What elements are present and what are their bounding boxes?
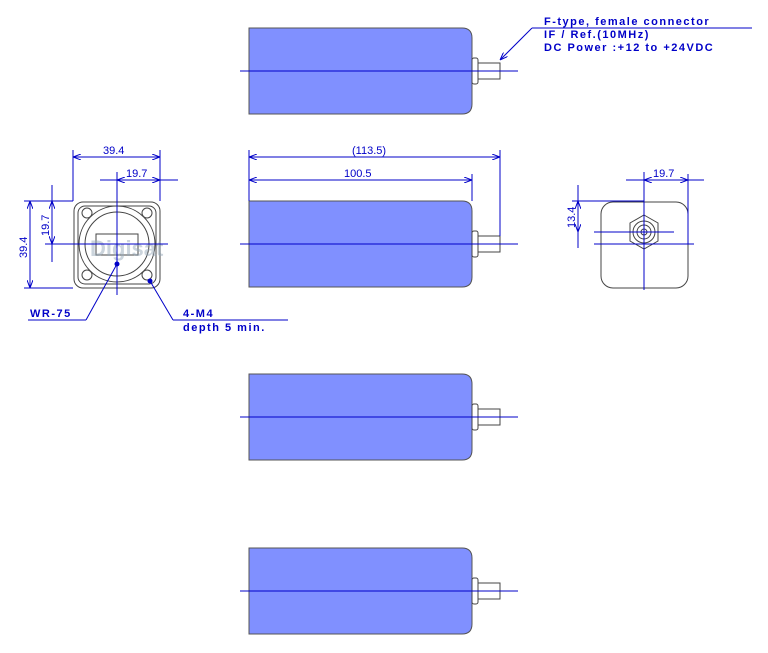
- side-view-3: [240, 373, 518, 461]
- dim-overall-length: (113.5): [352, 145, 386, 157]
- hole-depth-label: depth 5 min.: [183, 322, 266, 334]
- dim-front-height: 39.4: [18, 237, 30, 258]
- side-view-dimensioned: (113.5) 100.5: [240, 145, 518, 288]
- connector-note: F-type, female connector IF / Ref.(10MHz…: [500, 16, 752, 60]
- front-view: Digisat 39.4 19.7 39.4 19.7 WR-75 4-M4 d…: [18, 145, 288, 334]
- note-line-2: IF / Ref.(10MHz): [544, 29, 650, 41]
- rear-view: 19.7 13.4: [566, 168, 704, 290]
- note-line-1: F-type, female connector: [544, 16, 710, 28]
- dim-front-half-width: 19.7: [126, 168, 147, 180]
- dim-body-length: 100.5: [344, 168, 372, 180]
- dim-front-width: 39.4: [103, 145, 124, 157]
- side-view-4: [240, 547, 518, 635]
- side-view-top: [240, 27, 518, 115]
- note-line-3: DC Power :+12 to +24VDC: [544, 42, 714, 54]
- holes-label: 4-M4: [183, 308, 214, 320]
- watermark-logo: Digisat: [90, 236, 164, 261]
- dim-rear-half-width: 19.7: [653, 168, 674, 180]
- dim-connector-offset: 13.4: [566, 207, 578, 228]
- waveguide-label: WR-75: [30, 308, 72, 320]
- dim-front-half-height: 19.7: [40, 215, 52, 236]
